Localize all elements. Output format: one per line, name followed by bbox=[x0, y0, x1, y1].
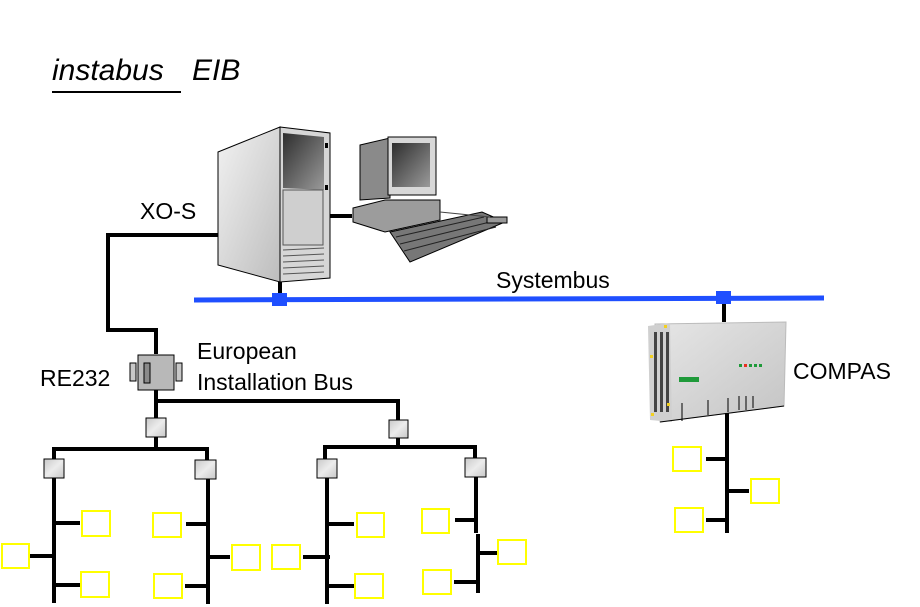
eib-device bbox=[354, 573, 384, 599]
eib-device bbox=[672, 446, 702, 472]
workstation-icon bbox=[352, 136, 508, 263]
eib-device bbox=[750, 478, 780, 504]
compas-label: COMPAS bbox=[793, 358, 891, 384]
branch-line bbox=[29, 478, 81, 603]
eib-device bbox=[674, 507, 704, 533]
eib-device bbox=[153, 573, 183, 599]
eib-device bbox=[356, 512, 385, 538]
eib-main-line bbox=[52, 390, 477, 462]
server-label: XO-S bbox=[140, 198, 196, 224]
line-coupler-icon bbox=[43, 417, 487, 480]
title: instabus EIB bbox=[52, 54, 240, 93]
eib-device bbox=[81, 510, 111, 537]
eib-device bbox=[497, 539, 527, 565]
compas-eib-line bbox=[706, 413, 749, 533]
eib-label-line1: European bbox=[197, 338, 297, 364]
eib-device bbox=[80, 571, 110, 598]
re232-interface-icon bbox=[129, 354, 183, 391]
server-to-coupler-wire bbox=[106, 233, 218, 354]
eib-device bbox=[271, 544, 301, 570]
systembus-label: Systembus bbox=[496, 267, 610, 293]
compas-controller-icon bbox=[648, 321, 787, 423]
title-suffix: EIB bbox=[192, 54, 240, 87]
title-brand: instabus bbox=[52, 54, 164, 87]
re232-label: RE232 bbox=[40, 365, 110, 391]
systembus-node bbox=[716, 291, 731, 304]
eib-device bbox=[421, 508, 450, 534]
branch-line bbox=[454, 477, 498, 593]
eib-label-line2: Installation Bus bbox=[197, 369, 353, 395]
systembus-node bbox=[272, 293, 287, 306]
eib-device bbox=[1, 543, 30, 569]
systembus: Systembus bbox=[193, 267, 825, 322]
eib-device bbox=[152, 512, 182, 538]
eib-devices bbox=[1, 446, 780, 599]
branch-line bbox=[185, 479, 230, 604]
branch-line bbox=[303, 478, 355, 604]
server-tower-icon bbox=[217, 126, 331, 283]
eib-device bbox=[231, 544, 261, 571]
eib-device bbox=[422, 569, 452, 595]
